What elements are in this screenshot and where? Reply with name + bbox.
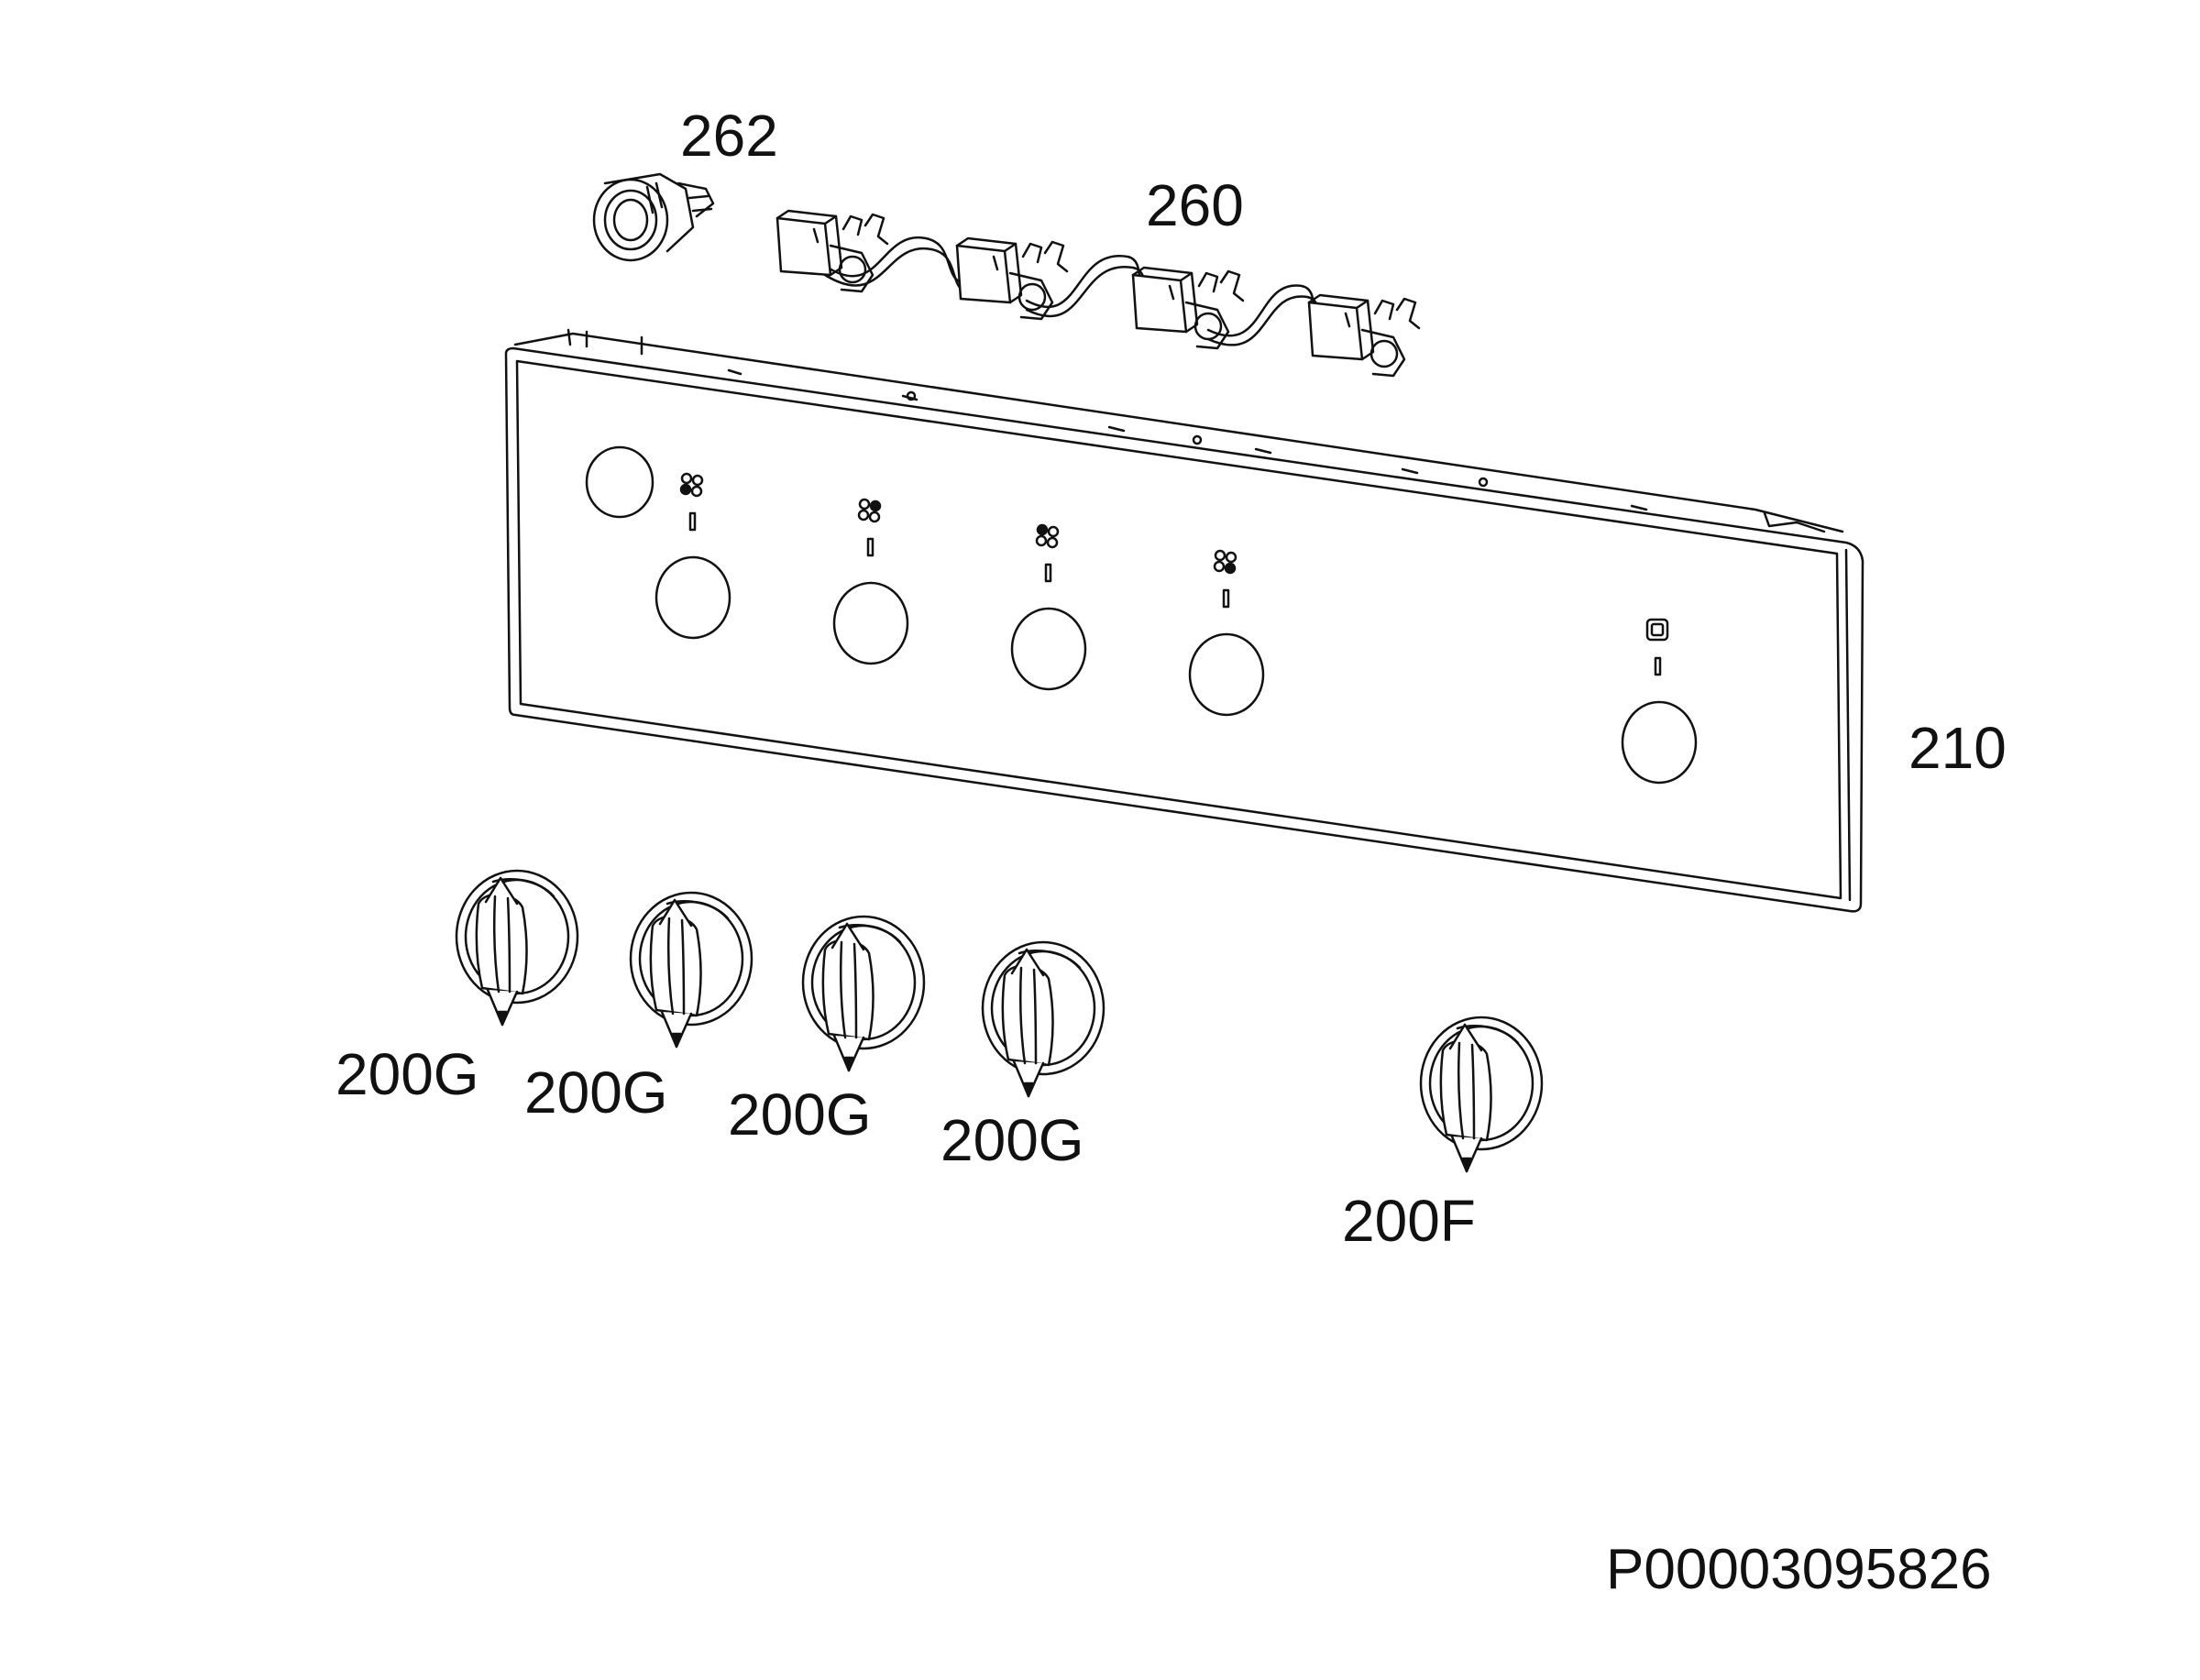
label-260: 260	[1146, 172, 1244, 238]
knob-3	[803, 917, 924, 1071]
control-panel	[506, 330, 1863, 911]
label-knob-2: 200G	[524, 1060, 668, 1125]
label-knob-oven: 200F	[1342, 1188, 1476, 1254]
knob-2	[631, 893, 752, 1047]
knob-oven	[1421, 1017, 1542, 1171]
ignition-switch-harness	[777, 211, 1419, 376]
label-210: 210	[1908, 715, 2007, 781]
knob-hole-4	[1190, 551, 1263, 715]
knob-1	[456, 871, 578, 1025]
ignition-switch-2	[957, 238, 1067, 319]
ignition-switch-1	[777, 211, 887, 291]
label-knob-3: 200G	[728, 1082, 872, 1147]
indicator-lamp	[594, 174, 713, 260]
knob-hole-2	[834, 500, 908, 664]
knob-4	[983, 942, 1104, 1096]
knob-hole-oven	[1622, 620, 1696, 783]
knob-hole-3	[1012, 525, 1085, 689]
label-262: 262	[680, 103, 778, 169]
ignition-switch-4	[1309, 295, 1419, 376]
label-knob-4: 200G	[940, 1107, 1084, 1173]
knob-hole-1	[656, 474, 730, 638]
drawing-code: P00003095826	[1606, 1538, 1992, 1601]
ignition-switch-3	[1133, 268, 1243, 348]
label-knob-1: 200G	[336, 1041, 479, 1107]
